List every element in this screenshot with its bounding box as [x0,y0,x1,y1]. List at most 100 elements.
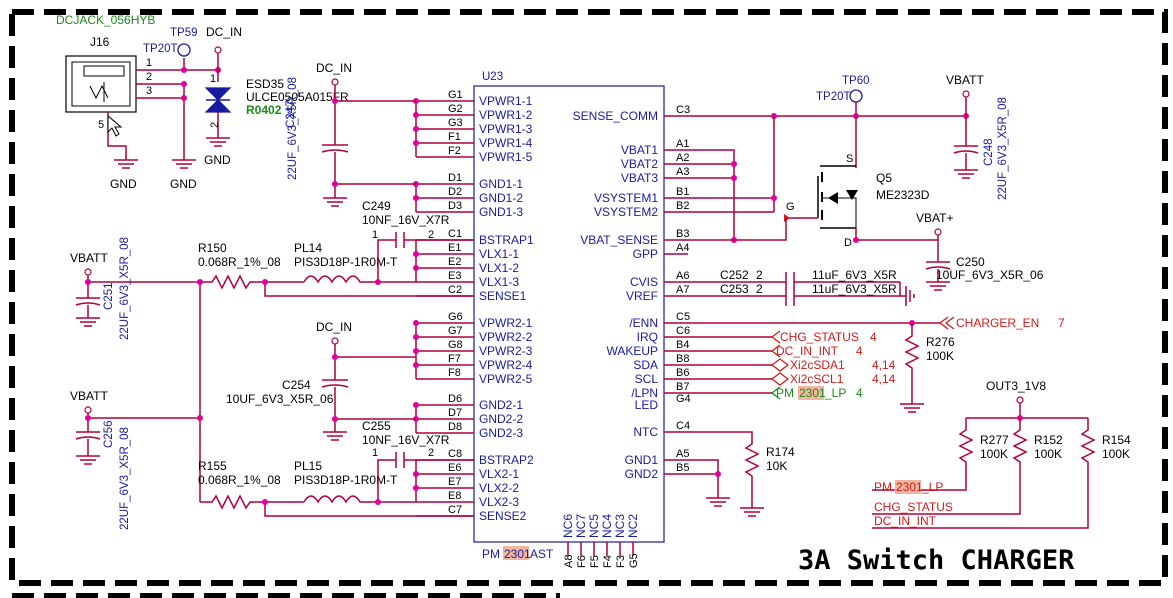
q5-d: D [844,237,852,249]
pm-lp-page: 4 [856,386,863,400]
pin-number: G4 [676,393,691,405]
net-charger-en-page: 7 [1058,316,1065,330]
out3-net: OUT3_1V8 [986,379,1046,393]
pin-number: C1 [448,228,462,240]
c251-ref: C251 [103,283,115,311]
svg-text:G5: G5 [628,553,640,568]
c247-group: DC_IN 22UF_6V3_X5R_08 C247 [285,61,416,207]
c255-value: 10NF_16V_X7R [362,433,450,447]
u23-part-suffix: AST [530,547,554,561]
c250-group: VBAT+ C250 10UF_6V3_X5R_06 [916,211,1044,291]
pin-number: D8 [448,421,462,433]
pin-number: A1 [676,138,689,150]
c256-ref: C256 [103,421,115,449]
c251-net: VBATT [70,251,108,265]
pin-name: VBAT1 [621,143,658,157]
svg-text:NC4: NC4 [600,514,614,538]
pin-name: GND1-3 [479,205,523,219]
c249-value: 10NF_16V_X7R [362,213,450,227]
tp59-net: DC_IN [206,25,242,39]
c249-p2: 2 [428,229,434,241]
esd-ref: ESD35 [246,77,284,91]
pin-number: G7 [448,325,463,337]
pin-name: BSTRAP2 [479,453,534,467]
c249-ref: C249 [362,199,391,213]
pin-name: VLX1-1 [479,247,519,261]
pin-number: A7 [676,284,689,296]
gnd-label-2: GND [170,177,197,191]
c256-group: VBATT C256 22UF_6V3_X5R_08 [70,389,200,530]
net-dc-in-int: DC_IN_INT [776,344,839,358]
pin-name: GND2 [625,467,659,481]
r155-value: 0.068R_1%_08 [198,473,281,487]
r150-pl14-group: R150 0.068R_1%_08 PL14 PIS3D18P-1R0M-T 1… [198,199,474,297]
pin-name: /ENN [629,316,658,330]
u23-pin-b7: B7/LPN [631,381,689,400]
esd-pin1: 1 [210,73,216,85]
pin-name: LED [635,398,659,412]
pl14-ref: PL14 [294,241,322,255]
pin-number: A3 [676,166,689,178]
c251-group: VBATT C251 22UF_6V3_X5R_08 [70,237,200,340]
pin-name: VLX2-2 [479,481,519,495]
esd-part: ULCE0505A015FR [246,90,349,104]
pin-name: VLX1-2 [479,261,519,275]
j16-pin5: 5 [98,119,104,131]
pin-name: VSYSTEM2 [594,205,658,219]
c247-net: DC_IN [316,61,352,75]
pin-number: E6 [448,462,461,474]
u23-pin-f7: F7 VPWR2-4 [416,353,533,372]
pin-name: GND2-3 [479,426,523,440]
pin-number: D7 [448,407,462,419]
c252-ref: C252 [720,268,749,282]
r277-ref: R277 [980,433,1009,447]
c252-c253-group: C252 2 1 1uF_6V3_X5R C253 2 1 1uF_6V3_X5… [664,268,915,306]
c252-value: 1uF_6V3_X5R [818,268,897,282]
esd-pkg: R0402 [246,103,282,117]
pin-number: F7 [448,353,461,365]
tp59-type: TP20T [143,43,178,55]
c250-ref: C250 [956,255,985,269]
pin-number: E3 [448,270,461,282]
j16-pin3: 3 [146,85,152,97]
pin-name: VREF [626,289,658,303]
c255-ref: C255 [362,419,391,433]
pin-name: VLX1-3 [479,275,519,289]
u23-pin-e3: E3 VLX1-3 [416,270,519,289]
gnd-label-1: GND [110,177,137,191]
pin-number: F1 [448,131,461,143]
pin-number: C3 [676,104,690,116]
u23-pin-g4: G4 LED [635,393,691,412]
pm-lp-suffix: _LP [824,386,846,400]
u23-pin-a1: A1 VBAT1 [621,138,690,157]
net-charger-en: CHARGER_EN [956,316,1039,330]
c253-p1: 1 [812,282,819,296]
pin-name: VPWR2-3 [479,344,533,358]
bottom-chg-status: CHG_STATUS [874,500,953,514]
pin-name: VPWR2-4 [479,358,533,372]
r154-value: 100K [1102,447,1130,461]
pin-number: C2 [448,284,462,296]
j16-ref-label: J16 [90,35,110,49]
pl14-value: PIS3D18P-1R0M-T [294,255,398,269]
j16-pin2: 2 [146,71,152,83]
q5-part: ME2323D [876,188,930,202]
pin-number: B8 [676,353,689,365]
